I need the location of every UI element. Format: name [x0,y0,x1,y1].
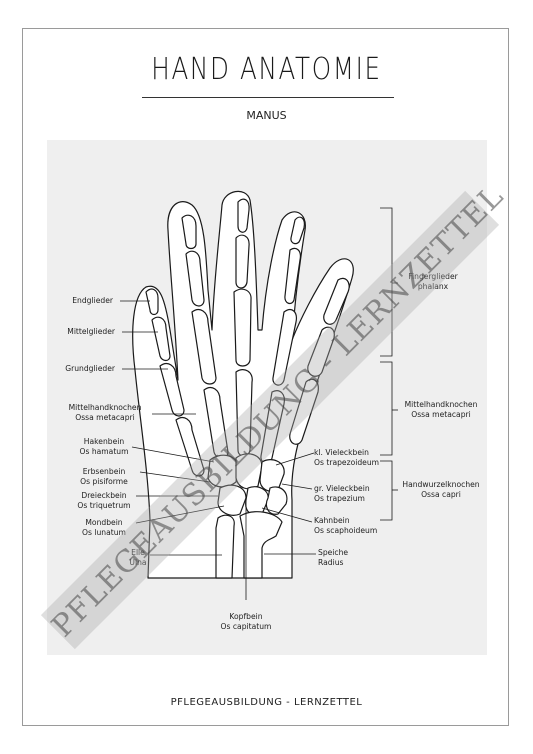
label-elle: Elle Ulna [126,548,150,568]
label-erbsenbein: Erbsenbein Os pisiforme [72,467,136,487]
label-speiche-lat: Radius [318,558,344,567]
label-mondbein: Mondbein Os lunatum [72,518,136,538]
label-kahnbein: Kahnbein Os scaphoideum [314,516,377,536]
label-kahnbein-lat: Os scaphoideum [314,526,378,535]
index-finger-bones [290,216,305,245]
label-hakenbein-lat: Os hamatum [79,447,129,456]
label-mondbein-lat: Os lunatum [82,528,126,537]
label-endglieder: Endglieder [72,296,113,305]
label-kahnbein-de: Kahnbein [314,516,350,525]
label-mittelhandknochen-lat: Ossa metacapri [75,413,135,422]
label-kopfbein-de: Kopfbein [229,612,263,621]
little-finger-bones [145,288,159,316]
radius-bone [239,511,283,579]
label-fingerglieder: Fingerglieder phalanx [398,272,468,292]
label-kl-vieleckbein-de: kl. Vieleckbein [314,448,369,457]
page-footer: PFLEGEAUSBILDUNG - LERNZETTEL [170,697,363,708]
label-hakenbein-de: Hakenbein [83,437,125,446]
label-mittelglieder: Mittelglieder [67,327,115,336]
label-gr-vieleckbein-lat: Os trapezium [314,494,365,503]
label-dreieckbein: Dreieckbein Os triquetrum [72,491,136,511]
label-fingerglieder-lat: phalanx [417,282,449,291]
thumb-bones [323,277,350,325]
title-divider [142,97,394,98]
ulna-bone [215,514,235,579]
label-mittelhand-de: Mittelhandknochen [404,400,478,409]
label-mittelhand-lat: Ossa metacapri [411,410,471,419]
label-kopfbein-lat: Os capitatum [220,622,272,631]
label-erbsenbein-lat: Os pisiforme [80,477,128,486]
label-erbsenbein-de: Erbsenbein [82,467,126,476]
label-kopfbein: Kopfbein Os capitatum [206,612,286,632]
label-mondbein-de: Mondbein [85,518,123,527]
label-kl-vieleckbein: kl. Vieleckbein Os trapezoideum [314,448,379,468]
label-handwurzel-lat: Ossa capri [421,490,461,499]
label-gr-vieleckbein: gr. Vieleckbein Os trapezium [314,484,370,504]
page-subtitle: MANUS [246,109,287,122]
label-speiche-de: Speiche [318,548,349,557]
label-dreieckbein-lat: Os triquetrum [77,501,131,510]
page-frame [22,28,509,726]
label-dreieckbein-de: Dreieckbein [81,491,127,500]
label-fingerglieder-de: Fingerglieder [408,272,458,281]
label-hakenbein: Hakenbein Os hamatum [72,437,136,457]
label-kl-vieleckbein-lat: Os trapezoideum [314,458,380,467]
page-title: HAND ANATOMIE [151,52,382,87]
label-handwurzel: Handwurzelknochen Ossa capri [398,480,484,500]
label-handwurzel-de: Handwurzelknochen [402,480,480,489]
ring-finger-bones [181,214,197,250]
label-elle-de: Elle [131,548,145,557]
label-mittelhandknochen-left: Mittelhandknochen Ossa metacapri [62,403,148,423]
label-gr-vieleckbein-de: gr. Vieleckbein [314,484,370,493]
label-elle-lat: Ulna [129,558,147,567]
label-mittelhandknochen-de: Mittelhandknochen [68,403,142,412]
label-speiche: Speiche Radius [318,548,348,568]
middle-finger-bones [237,198,250,233]
label-grundglieder: Grundglieder [65,364,115,373]
label-mittelhand-right: Mittelhandknochen Ossa metacapri [398,400,484,420]
carpal-bones [207,454,239,488]
